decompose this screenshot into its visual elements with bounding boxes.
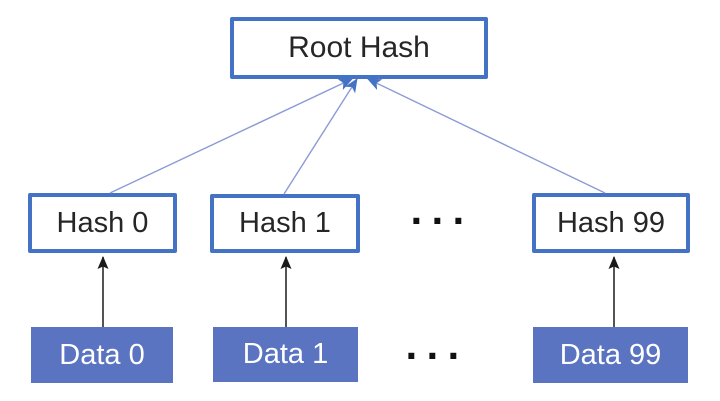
data-node-1: Data 1 xyxy=(213,327,358,382)
hash-node-99: Hash 99 xyxy=(532,193,690,253)
root-hash-label: Root Hash xyxy=(288,31,430,64)
hash-node-1: Hash 1 xyxy=(210,194,360,253)
connector-hash0-to-root xyxy=(109,78,353,194)
root-hash-node: Root Hash xyxy=(230,17,488,79)
hash-node-1-label: Hash 1 xyxy=(239,207,331,239)
data-row-ellipsis-text: ··· xyxy=(405,332,469,379)
data-node-0-label: Data 0 xyxy=(59,338,145,371)
hash-node-0: Hash 0 xyxy=(28,193,177,253)
hash-row-ellipsis-text: ··· xyxy=(410,197,474,244)
connector-hash1-to-root xyxy=(283,78,358,195)
hash-node-0-label: Hash 0 xyxy=(56,206,149,239)
connector-hash99-to-root xyxy=(367,78,606,194)
data-node-1-label: Data 1 xyxy=(242,338,329,370)
hash-node-99-label: Hash 99 xyxy=(556,206,665,239)
data-node-99-label: Data 99 xyxy=(559,338,662,371)
data-row-ellipsis: ··· xyxy=(397,333,477,379)
data-node-99: Data 99 xyxy=(533,327,688,383)
hash-row-ellipsis: ··· xyxy=(402,198,482,244)
data-node-0: Data 0 xyxy=(31,327,173,383)
